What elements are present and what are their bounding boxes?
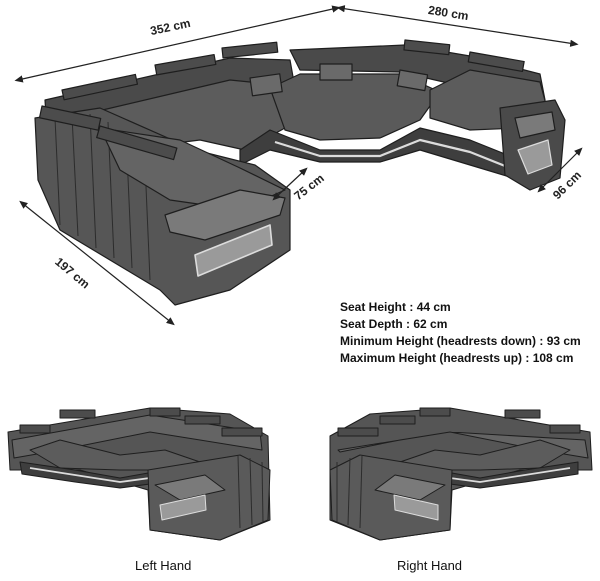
- caption-right-hand: Right Hand: [397, 558, 463, 573]
- dimline-96: [537, 147, 583, 193]
- left-hand-sofa: [7, 407, 271, 541]
- dimline-197: [19, 200, 175, 326]
- right-hand-sofa: [329, 407, 593, 541]
- base-front: [239, 127, 521, 181]
- caption-left-hand: Left Hand: [135, 558, 192, 573]
- spec-min-height: Minimum Height (headrests down) : 93 cm: [340, 334, 581, 348]
- right-arm-table: [514, 111, 556, 139]
- led-strip-front: [274, 138, 516, 172]
- specs-list: Seat Height : 44 cm Seat Depth : 62 cm M…: [340, 299, 581, 367]
- spec-max-height: Maximum Height (headrests up) : 108 cm: [340, 351, 574, 365]
- dimline-352: [14, 5, 341, 83]
- spec-seat-height: Seat Height : 44 cm: [340, 300, 451, 314]
- dimension-lines: [14, 5, 583, 326]
- main-sofa: [34, 39, 566, 306]
- chaise-led-panel: [194, 224, 273, 277]
- spec-seat-depth: Seat Depth : 62 cm: [340, 317, 448, 331]
- dimline-75: [272, 167, 308, 201]
- dimline-280: [336, 5, 579, 47]
